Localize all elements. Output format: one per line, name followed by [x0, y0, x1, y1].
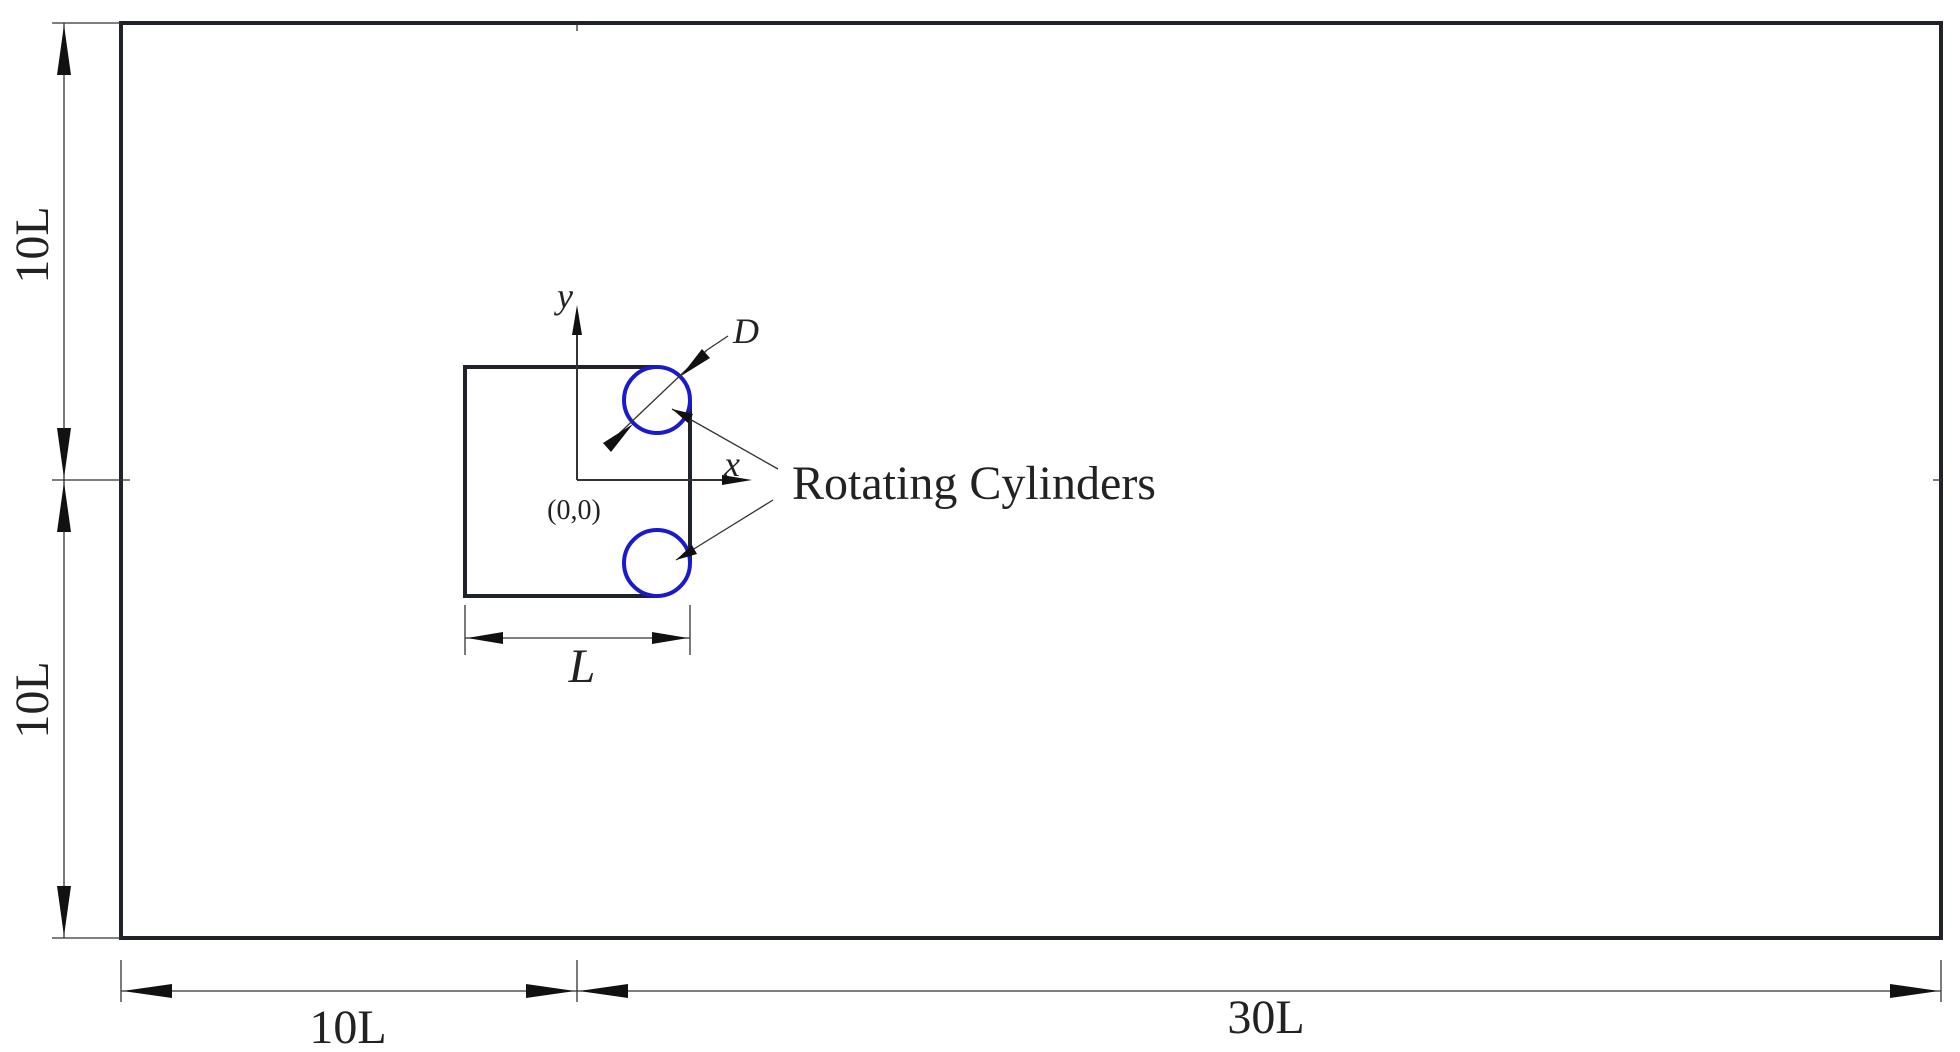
arrowhead-left-origin-b	[579, 984, 628, 998]
arrowhead-down-center	[57, 428, 71, 478]
y-axis-label: y	[554, 276, 573, 316]
upper-cylinder	[622, 365, 692, 435]
arrowhead-side-left	[467, 632, 503, 644]
vertical-dimension: 10L 10L	[6, 22, 130, 939]
diameter-leader	[706, 335, 729, 351]
side-length-dimension: L	[464, 605, 691, 693]
arrowhead-up-center	[57, 482, 71, 532]
lower-cylinder	[622, 528, 692, 598]
cylinder-callout: Rotating Cylinders	[671, 408, 1156, 561]
arrowhead-right-origin-a	[526, 984, 575, 998]
upstream-length-label: 10L	[309, 1001, 386, 1052]
horizontal-dimension: 10L 30L	[120, 960, 1942, 1052]
leader-arrowhead-lower	[676, 545, 697, 560]
upper-height-label: 10L	[6, 206, 59, 283]
arrowhead-side-right	[652, 632, 688, 644]
diameter-dimension: D	[603, 311, 759, 452]
y-axis-arrowhead	[572, 305, 582, 335]
side-length-label: L	[568, 640, 596, 693]
diameter-arrowhead-lower	[603, 424, 633, 452]
arrowhead-right-end	[1890, 984, 1939, 998]
downstream-length-label: 30L	[1227, 991, 1304, 1044]
rotating-cylinders	[622, 365, 692, 598]
leader-arrowhead-upper	[672, 409, 693, 423]
square-body-outline	[463, 365, 657, 598]
diameter-label: D	[732, 311, 759, 351]
x-axis-arrowhead	[722, 475, 752, 485]
arrowhead-left-start	[123, 984, 172, 998]
x-axis-label: x	[723, 444, 740, 484]
arrowhead-down-bottom	[57, 886, 71, 936]
lower-height-label: 10L	[6, 661, 59, 738]
origin-label: (0,0)	[547, 495, 601, 526]
coordinate-axes: x y (0,0)	[547, 276, 752, 526]
arrowhead-up-top	[57, 25, 71, 75]
square-body	[463, 365, 692, 598]
rotating-cylinders-label: Rotating Cylinders	[792, 457, 1156, 510]
diameter-arrowhead-upper	[681, 349, 710, 376]
